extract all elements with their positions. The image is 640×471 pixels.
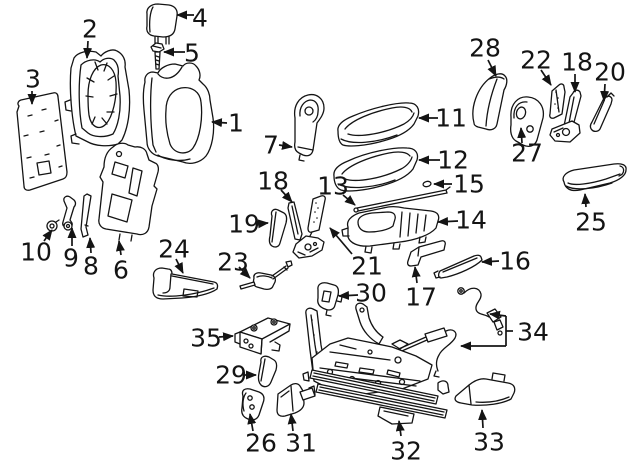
part-10-grommet-illustration	[46, 219, 60, 232]
callout-11-label: 11	[435, 104, 467, 133]
part-8-rod-illustration	[80, 193, 92, 238]
callout-6-arrow	[115, 240, 125, 256]
part-16-trim-strip-illustration	[433, 254, 483, 279]
callout-5-label: 5	[184, 39, 200, 68]
callout-33-label: 33	[473, 428, 505, 457]
part-12-cushion-pad-illustration	[333, 147, 419, 192]
part-21-side-bracket-illustration	[292, 195, 326, 259]
callout-15-label: 15	[453, 170, 485, 199]
part-25-lower-trim-illustration	[562, 163, 627, 192]
part-6-seat-back-frame-illustration	[98, 142, 160, 242]
callout-16-label: 16	[499, 247, 531, 276]
callout-7-label: 7	[263, 131, 279, 160]
callout-27-label: 27	[511, 139, 543, 168]
part-19-blade-illustration	[268, 208, 288, 248]
part-17-bracket-strip-illustration	[406, 240, 446, 267]
part-26-small-cover-illustration	[241, 388, 265, 421]
part-28-side-shield-illustration	[472, 73, 508, 131]
callout-33-arrow	[478, 409, 488, 429]
callout-18-label: 18	[561, 48, 593, 77]
callout-9-label: 9	[63, 244, 79, 273]
callout-20-arrow	[600, 83, 610, 102]
callout-24-arrow	[174, 258, 184, 274]
part-20-belt-guide-illustration	[589, 92, 615, 133]
callout-1-arrow	[211, 118, 228, 128]
callout-34-label: 34	[517, 318, 549, 347]
part-18-guide-strip-illustration	[287, 201, 303, 241]
callout-16-arrow	[481, 256, 500, 266]
callout-35-arrow	[218, 332, 234, 342]
part-15-clip-illustration	[422, 180, 432, 188]
callout-12-label: 12	[437, 146, 469, 175]
part-31-small-cover-illustration	[276, 382, 305, 417]
callout-8-arrow	[86, 237, 96, 254]
callout-23-arrow	[238, 266, 251, 279]
part-24-side-trim-shell-illustration	[152, 267, 219, 300]
callout-17-arrow	[411, 266, 421, 284]
callout-6-label: 6	[113, 256, 129, 285]
callout-18-arrow	[280, 189, 293, 203]
part-29-small-cover-illustration	[257, 355, 278, 388]
callout-32-arrow	[395, 420, 405, 437]
part-18-recliner-arm-illustration	[549, 89, 582, 143]
part-4-headrest-illustration	[146, 3, 178, 48]
callout-3-label: 3	[25, 65, 41, 94]
callout-2-label: 2	[82, 15, 98, 44]
part-22-bracket-illustration	[549, 83, 566, 119]
part-32-seat-adjuster-assembly-illustration	[299, 302, 450, 425]
callout-21-label: 21	[351, 252, 383, 281]
callout-2-arrow	[83, 40, 93, 59]
callout-22-label: 22	[520, 46, 552, 75]
part-3-seat-back-panel-illustration	[16, 92, 68, 191]
callout-25-arrow	[581, 193, 591, 208]
callout-19-arrow	[255, 219, 269, 229]
callout-18-label: 18	[257, 167, 289, 196]
part-23-release-lever-illustration	[239, 260, 293, 291]
callout-14-arrow	[437, 217, 459, 226]
callout-26-label: 26	[245, 429, 277, 458]
callout-31-label: 31	[285, 429, 317, 458]
callout-19-label: 19	[228, 210, 260, 239]
callout-4-label: 4	[192, 4, 208, 33]
part-11-cushion-cover-illustration	[337, 102, 420, 147]
part-35-mounting-bracket-illustration	[234, 317, 291, 355]
callout-25-label: 25	[575, 208, 607, 237]
callout-13-arrow	[342, 194, 356, 206]
part-2-seat-back-pad-illustration	[64, 49, 131, 147]
callout-29-label: 29	[215, 361, 247, 390]
callout-17-label: 17	[405, 283, 437, 312]
part-13-wire-rod-illustration	[353, 186, 451, 213]
callout-26-arrow	[247, 413, 257, 432]
part-9-lever-illustration	[62, 195, 77, 231]
callout-32-label: 32	[390, 437, 422, 466]
callout-30-arrow	[338, 290, 359, 300]
part-14-seat-pan-illustration	[341, 205, 440, 254]
callout-7-arrow	[278, 141, 293, 150]
callout-14-label: 14	[455, 206, 487, 235]
callout-13-label: 13	[317, 172, 349, 201]
callout-27-arrow	[517, 127, 527, 144]
part-33-outboard-cover-illustration	[454, 372, 516, 406]
callout-1-label: 1	[228, 109, 244, 138]
callout-28-label: 28	[469, 34, 501, 63]
callout-22-arrow	[540, 69, 552, 86]
callout-35-label: 35	[190, 324, 222, 353]
callout-23-label: 23	[217, 248, 249, 277]
part-30-hook-bracket-illustration	[317, 282, 343, 317]
callout-28-arrow	[487, 59, 497, 77]
callout-8-label: 8	[83, 252, 99, 281]
part-1-seat-back-cover-illustration	[142, 62, 215, 164]
callout-24-label: 24	[158, 235, 190, 264]
callout-20-label: 20	[594, 58, 626, 87]
callout-10-arrow	[42, 229, 53, 242]
callout-21-arrow	[329, 227, 353, 255]
part-7-recliner-cover-illustration	[293, 93, 325, 162]
callout-34-arrow	[489, 310, 507, 320]
callout-30-label: 30	[355, 279, 387, 308]
callout-10-label: 10	[20, 238, 52, 267]
part-5-bolt-illustration	[150, 42, 165, 70]
callout-31-arrow	[287, 413, 297, 432]
